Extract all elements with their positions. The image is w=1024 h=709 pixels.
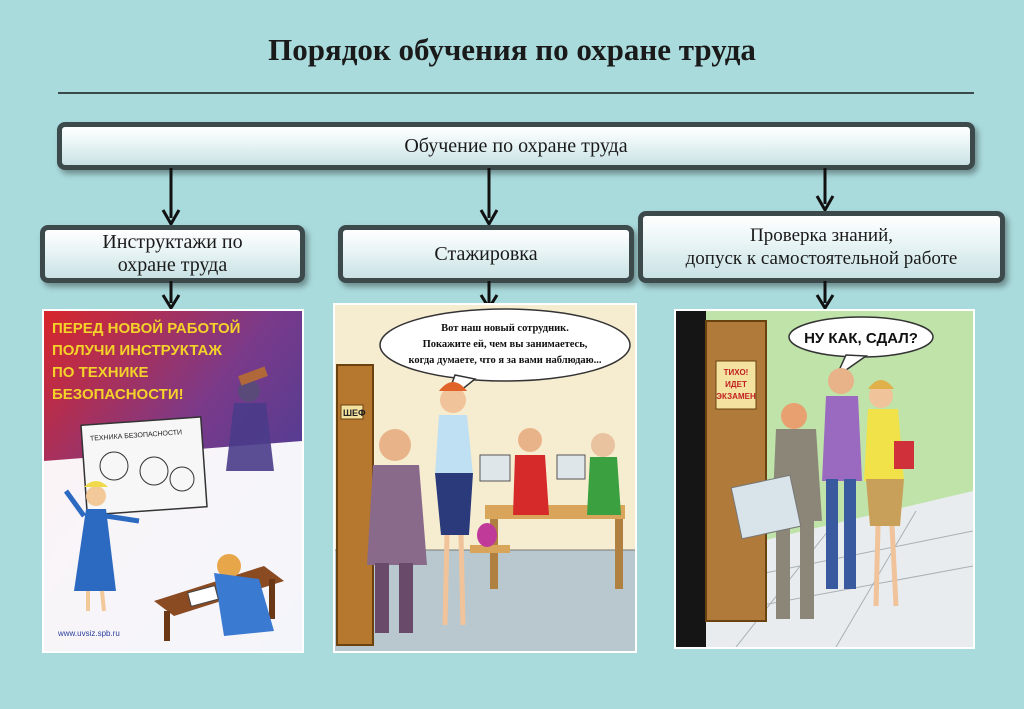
exam-door-sign-3: ЭКЗАМЕН <box>716 392 756 401</box>
arrow-instructions-to-poster <box>161 281 181 311</box>
internship-label: Стажировка <box>434 242 538 265</box>
root-label: Обучение по охране труда <box>404 134 628 157</box>
office-speech-line-3: когда думаете, что я за вами наблюдаю... <box>408 355 601 366</box>
internship-cartoon-image: Вот наш новый сотрудник. Покажите ей, че… <box>333 303 637 653</box>
poster-line-4: БЕЗОПАСНОСТИ! <box>52 386 184 403</box>
safety-poster-image: ПЕРЕД НОВОЙ РАБОТОЙ ПОЛУЧИ ИНСТРУКТАЖ ПО… <box>42 309 304 653</box>
page-title: Порядок обучения по охране труда <box>268 32 756 67</box>
exam-box: Проверка знаний, допуск к самостоятельно… <box>638 211 1005 283</box>
office-door-sign: ШЕФ <box>343 408 366 418</box>
exam-door-sign-2: ИДЕТ <box>725 380 747 389</box>
poster-line-2: ПОЛУЧИ ИНСТРУКТАЖ <box>52 342 222 359</box>
exam-label: Проверка знаний, допуск к самостоятельно… <box>685 225 958 269</box>
arrow-root-to-instructions <box>161 168 181 228</box>
exam-door-sign-1: ТИХО! <box>724 368 749 377</box>
instructions-label: Инструктажи по охране труда <box>102 231 243 276</box>
exam-speech: НУ КАК, СДАЛ? <box>804 330 918 347</box>
poster-line-1: ПЕРЕД НОВОЙ РАБОТОЙ <box>52 319 240 337</box>
office-speech-line-1: Вот наш новый сотрудник. <box>441 323 569 334</box>
internship-box: Стажировка <box>338 225 634 283</box>
root-box: Обучение по охране труда <box>57 122 975 170</box>
title-divider <box>58 92 974 94</box>
arrow-exam-to-image <box>815 281 835 311</box>
instructions-box: Инструктажи по охране труда <box>40 225 305 283</box>
poster-footer: www.uvsiz.spb.ru <box>57 629 120 638</box>
exam-cartoon-image: ТИХО! ИДЕТ ЭКЗАМЕН НУ КАК, СДАЛ? <box>674 309 975 649</box>
arrow-root-to-exam <box>815 168 835 214</box>
poster-line-3: ПО ТЕХНИКЕ <box>52 364 149 381</box>
office-speech-line-2: Покажите ей, чем вы занимаетесь, <box>423 339 588 350</box>
arrow-root-to-internship <box>479 168 499 228</box>
